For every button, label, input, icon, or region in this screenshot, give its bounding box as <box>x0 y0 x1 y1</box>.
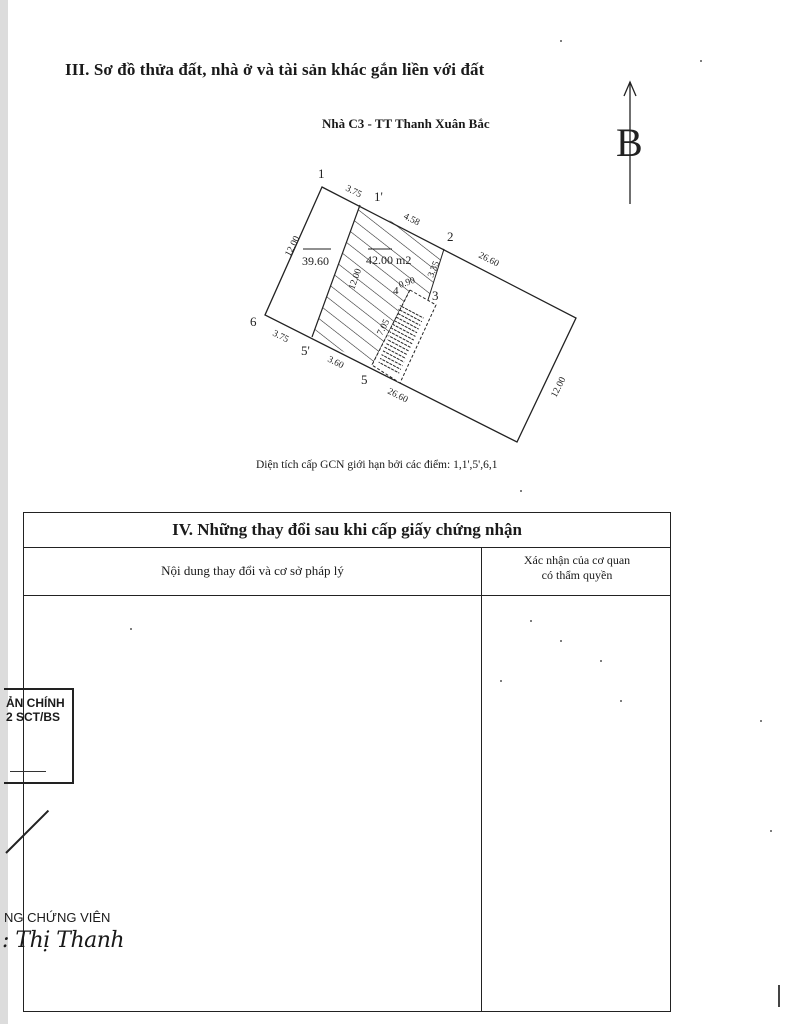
svg-text:1: 1 <box>318 166 325 181</box>
header-row-divider <box>24 595 670 596</box>
svg-text:6: 6 <box>250 314 257 329</box>
north-arrow-icon: B <box>616 80 643 204</box>
scan-speckle <box>130 628 132 630</box>
scan-speckle <box>700 60 702 62</box>
column-header-confirmation: Xác nhận của cơ quan có thẩm quyền <box>523 553 631 582</box>
diagram-title: Nhà C3 - TT Thanh Xuân Bắc <box>322 116 490 131</box>
svg-text:7.05: 7.05 <box>376 318 393 338</box>
scan-speckle <box>770 830 772 832</box>
svg-text:3.75: 3.75 <box>271 329 291 346</box>
scan-speckle <box>600 660 602 662</box>
area-hatched: 42.00 m2 <box>366 253 411 267</box>
changes-table: IV. Những thay đổi sau khi cấp giấy chứn… <box>23 512 671 1012</box>
section-iv-title: IV. Những thay đổi sau khi cấp giấy chứn… <box>24 513 670 548</box>
section-iii-title: III. Sơ đồ thửa đất, nhà ở và tài sản kh… <box>65 60 485 79</box>
svg-text:5': 5' <box>301 343 310 358</box>
svg-text:1': 1' <box>374 189 383 204</box>
svg-text:2: 2 <box>447 229 454 244</box>
staircase-hatch <box>378 305 424 376</box>
scan-speckle <box>620 700 622 702</box>
scan-mark <box>778 985 780 1007</box>
copy-certification-stamp: ẢN CHÍNH 2 SCT/BS <box>4 688 74 784</box>
notary-role: NG CHỨNG VIÊN <box>4 910 111 925</box>
svg-text:26.60: 26.60 <box>477 251 501 270</box>
notary-name: : Thị Thanh <box>2 928 125 953</box>
scan-speckle <box>560 640 562 642</box>
scan-speckle <box>760 720 762 722</box>
scan-speckle <box>560 40 562 42</box>
svg-text:5: 5 <box>361 372 368 387</box>
area-left: 39.60 <box>302 254 329 268</box>
hatched-area <box>312 205 444 365</box>
svg-text:3.35: 3.35 <box>427 260 443 279</box>
svg-text:12.00: 12.00 <box>550 376 569 400</box>
column-header-content: Nội dung thay đổi và cơ sở pháp lý <box>161 563 344 578</box>
staircase-outline <box>371 289 437 384</box>
scan-speckle <box>520 490 522 492</box>
svg-text:0.90: 0.90 <box>398 276 417 291</box>
svg-text:4: 4 <box>393 285 399 297</box>
svg-text:3.75: 3.75 <box>344 184 364 201</box>
north-label: B <box>616 120 643 165</box>
scan-edge <box>0 0 8 1024</box>
column-divider <box>481 547 482 1011</box>
svg-text:3.60: 3.60 <box>326 355 346 372</box>
svg-text:12.00: 12.00 <box>284 235 303 259</box>
svg-text:26.60: 26.60 <box>386 387 410 406</box>
scan-speckle <box>530 620 532 622</box>
area-caption: Diện tích cấp GCN giới hạn bởi các điểm:… <box>256 459 498 471</box>
svg-text:12.00: 12.00 <box>347 267 364 291</box>
scan-speckle <box>500 680 502 682</box>
parcel-outline <box>264 186 577 443</box>
svg-text:3: 3 <box>432 288 439 303</box>
svg-text:4.58: 4.58 <box>402 212 422 229</box>
